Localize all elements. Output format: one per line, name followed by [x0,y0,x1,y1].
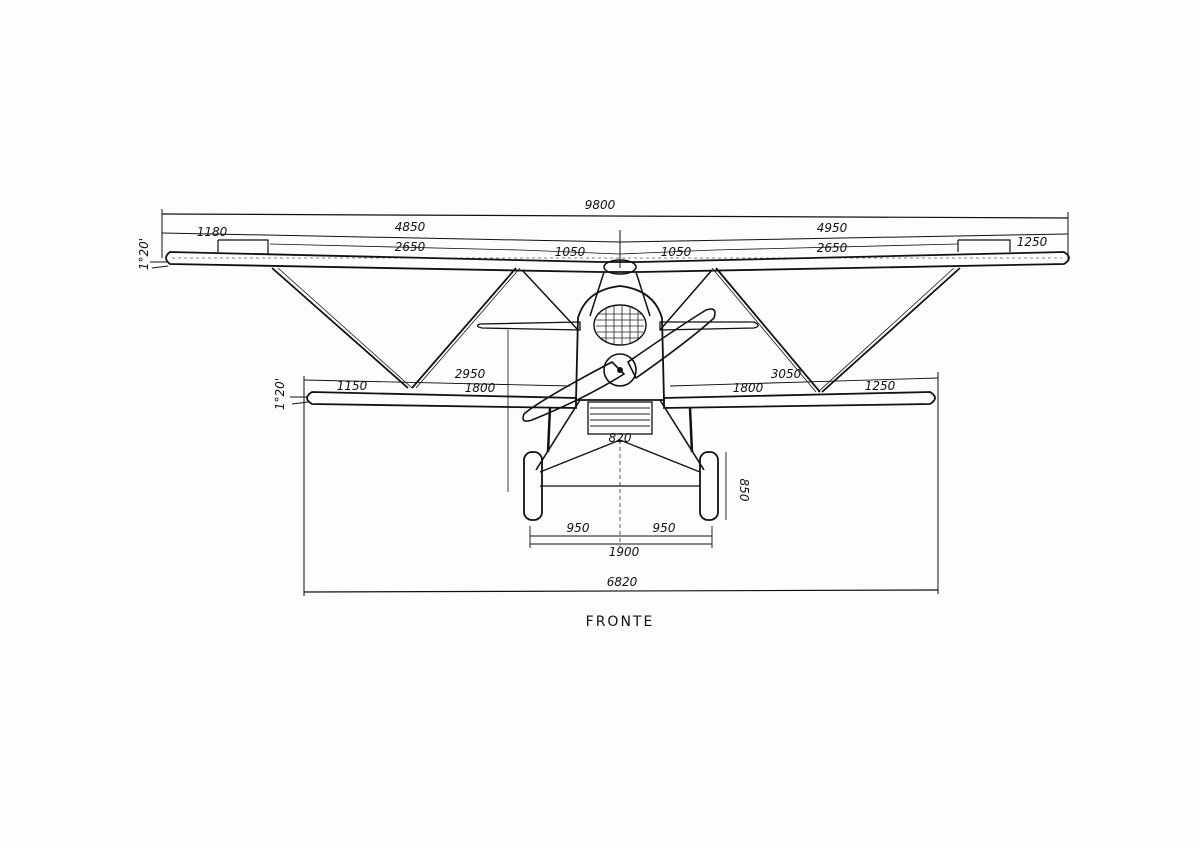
propeller [522,308,716,422]
dim-label-lower-left-span: 2950 [455,367,486,381]
dim-label-lower-right-span: 3050 [771,367,802,381]
dim-lower-wing: 2950 3050 1150 1250 1800 1800 [303,367,939,410]
dim-label-track: 1900 [609,545,640,559]
dim-label-gear-right: 950 [653,521,676,535]
dim-label-span-upper: 9800 [585,198,616,212]
dim-label-upper-left-tip: 1180 [197,225,228,239]
dim-upper-inner: 1180 1250 2650 2650 1050 1050 [197,225,1048,259]
dim-wheel-height: 850 [725,452,751,520]
undercarriage [507,330,719,548]
dim-label-dihedral-lower: 1°20' [273,378,287,410]
drawing-title: FRONTE [586,614,655,630]
dim-label-upper-right-tip: 1250 [1017,235,1048,249]
dim-label-upper-left-half: 4850 [395,220,426,234]
dim-label-lower-right-strut: 1800 [733,381,764,395]
interplane-struts [271,267,961,393]
dim-label-lower-left-tip: 1150 [337,379,368,393]
dim-label-upper-right-strut: 2650 [817,241,848,255]
dim-label-span-lower: 6820 [607,575,638,589]
dim-span-upper: 9800 [161,198,1069,262]
dim-label-dihedral-upper: 1°20' [137,238,151,270]
dim-label-center-right: 1050 [661,245,692,259]
dim-track: 950 950 1900 [529,521,713,559]
dim-label-radiator-width: 820 [609,431,632,445]
dim-label-lower-left-strut: 1800 [465,381,496,395]
dim-label-center-left: 1050 [555,245,586,259]
dihedral-upper: 1°20' [137,238,169,270]
fuselage: 820 [575,285,665,445]
dihedral-lower: 1°20' [273,378,309,410]
dim-label-upper-left-strut: 2650 [395,240,426,254]
dim-label-upper-right-half: 4950 [817,221,848,235]
dim-label-wheel-height: 850 [737,479,751,502]
dim-span-lower: 6820 [303,408,939,596]
upper-wing [165,239,1070,275]
dim-label-lower-right-tip: 1250 [865,379,896,393]
tailplane [476,321,759,331]
dim-label-gear-left: 950 [567,521,590,535]
dim-upper-halves: 4850 4950 [161,220,1069,268]
